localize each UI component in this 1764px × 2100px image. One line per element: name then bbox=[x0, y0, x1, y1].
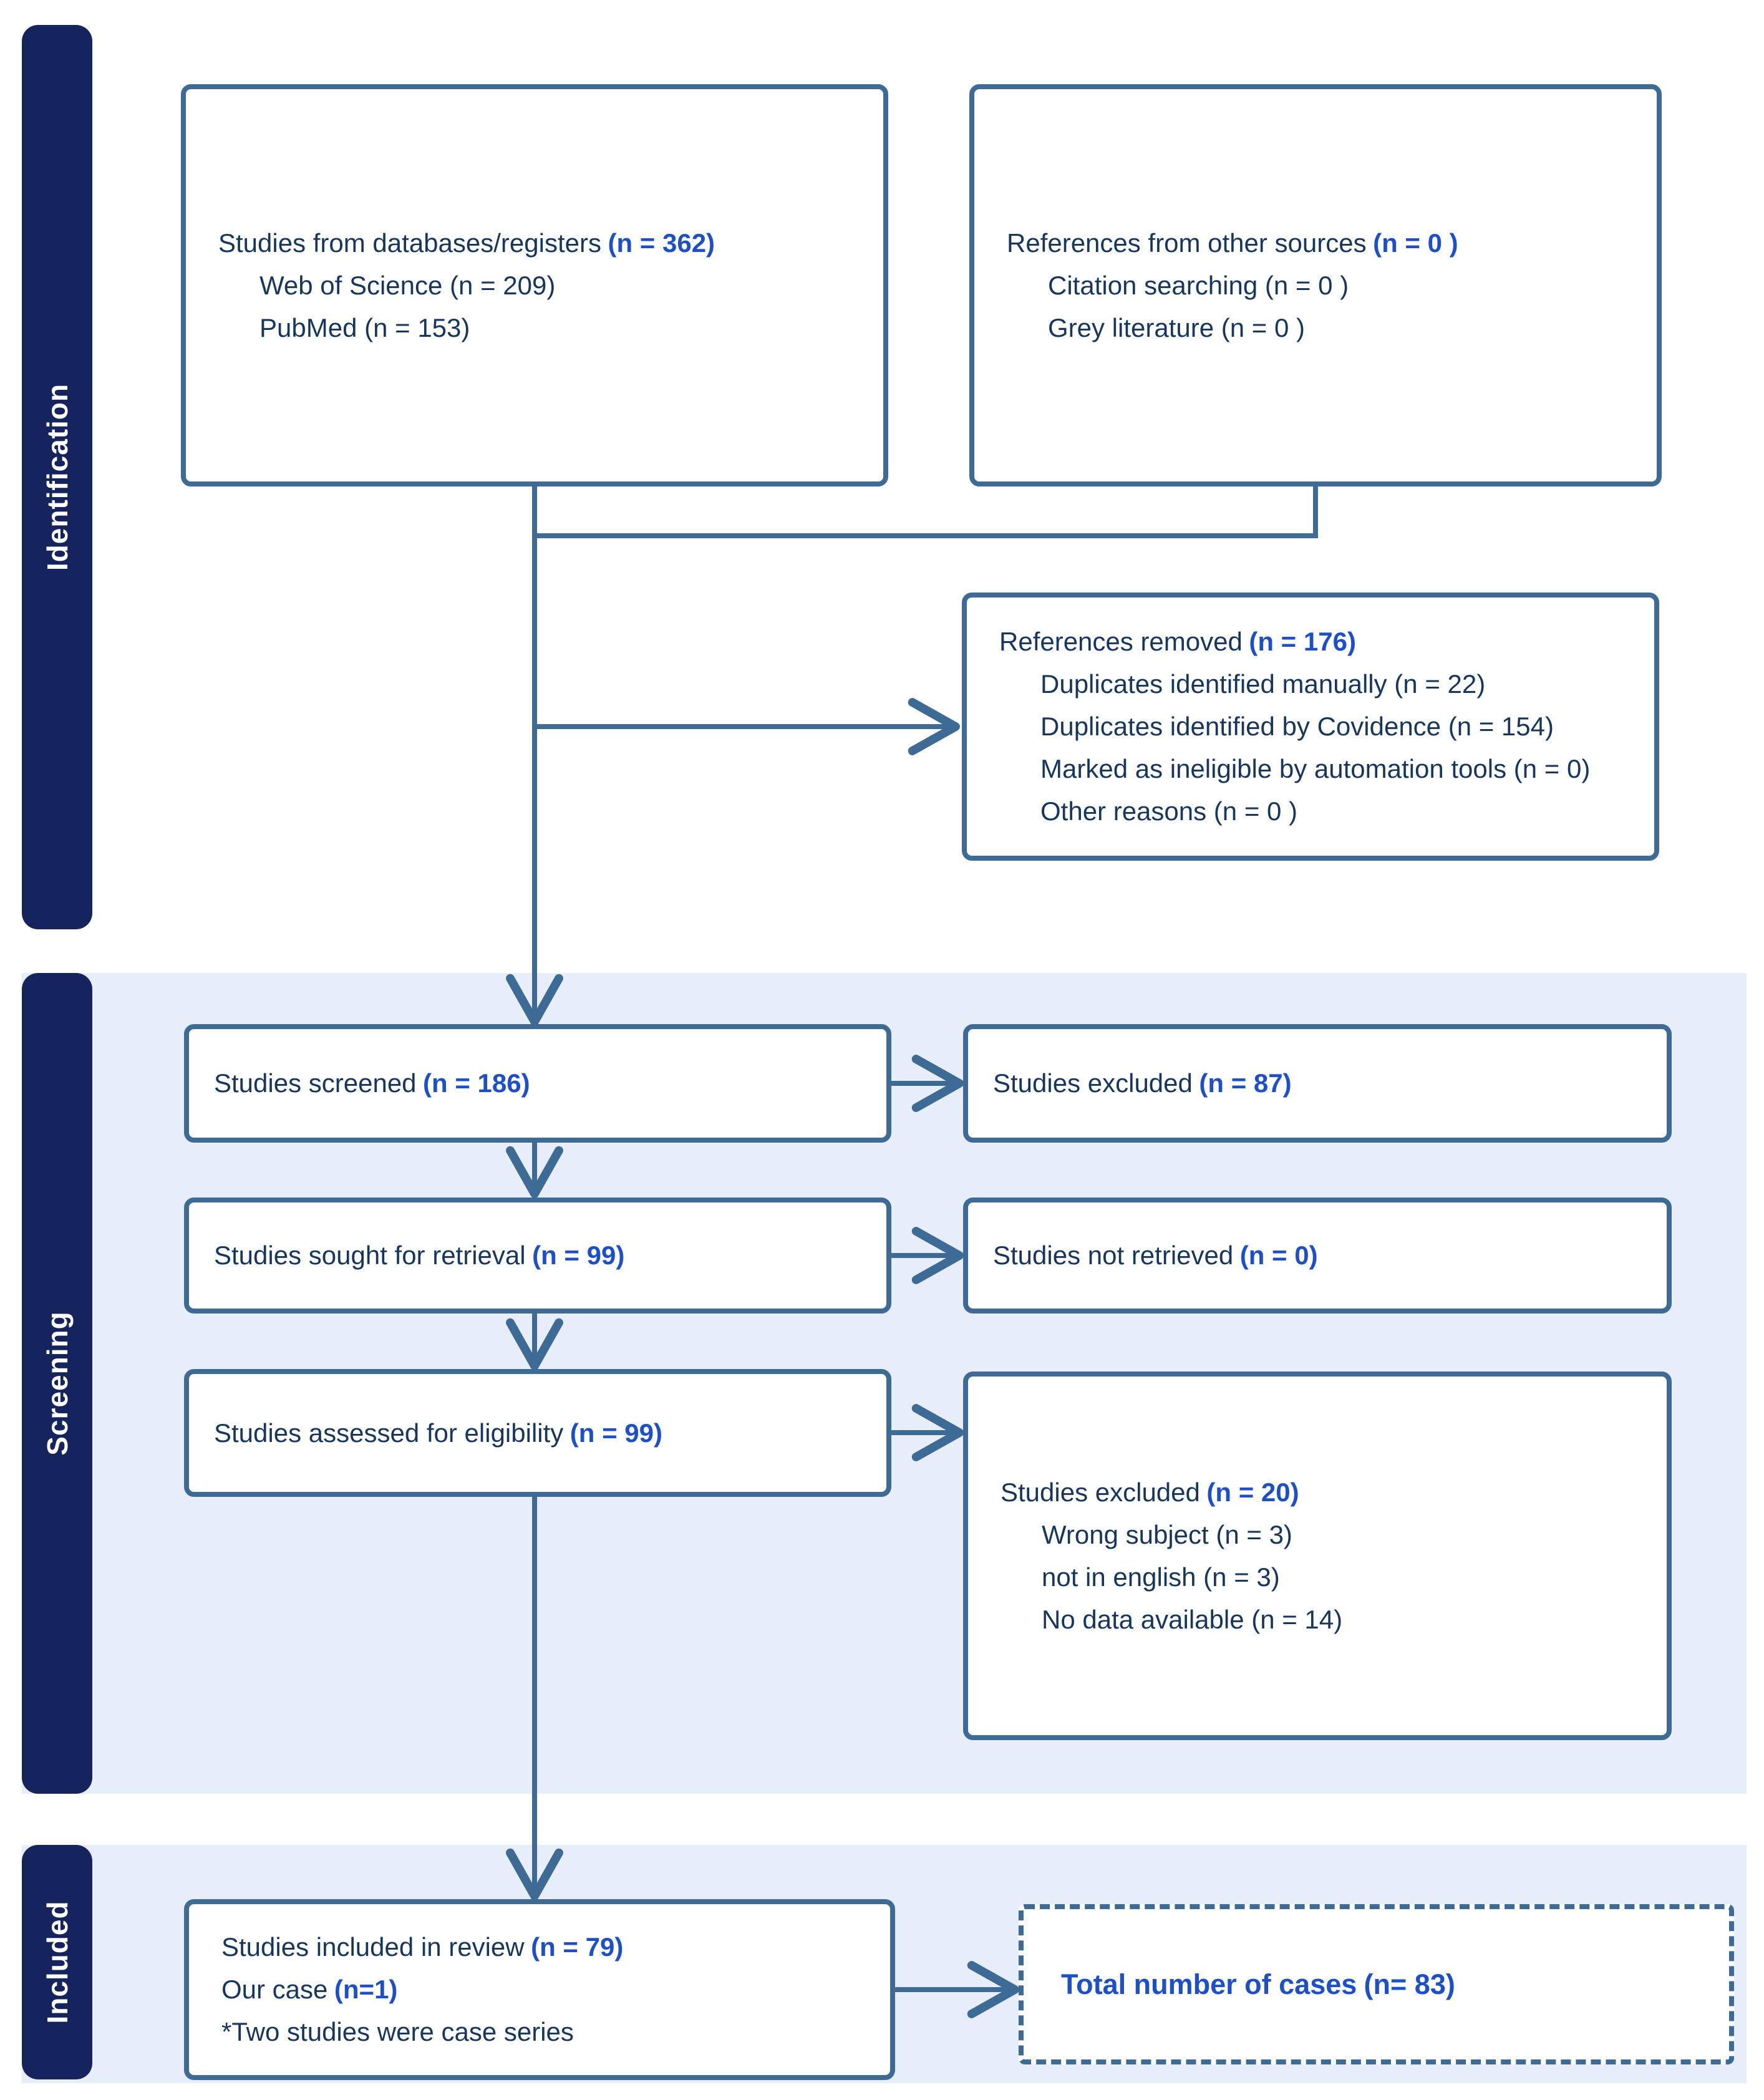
box-references-other-sources: References from other sources(n = 0 ) Ci… bbox=[969, 84, 1662, 486]
screening-stage-bar: Screening bbox=[22, 973, 92, 1794]
box-title: Studies excluded(n = 87) bbox=[993, 1068, 1292, 1098]
box-references-removed: References removed(n = 176) Duplicates i… bbox=[962, 593, 1659, 861]
box-footnote: *Two studies were case series bbox=[221, 2017, 574, 2046]
box-item: Grey literature (n = 0 ) bbox=[1048, 312, 1305, 342]
screening-stage-label: Screening bbox=[41, 1311, 74, 1456]
identification-stage-bar: Identification bbox=[22, 25, 92, 929]
box-item: Duplicates identified by Covidence (n = … bbox=[1040, 712, 1554, 741]
total-cases-label: Total number of cases(n= 83) bbox=[1061, 1968, 1455, 2000]
box-title: Studies from databases/registers(n = 362… bbox=[218, 228, 715, 258]
box-title: References removed(n = 176) bbox=[999, 627, 1356, 656]
box-item: not in english (n = 3) bbox=[1042, 1562, 1280, 1592]
box-studies-not-retrieved: Studies not retrieved(n = 0) bbox=[963, 1198, 1672, 1314]
box-studies-assessed: Studies assessed for eligibility(n = 99) bbox=[184, 1369, 891, 1497]
included-stage-bar: Included bbox=[22, 1845, 92, 2079]
box-item: Citation searching (n = 0 ) bbox=[1048, 270, 1349, 300]
box-item: Duplicates identified manually (n = 22) bbox=[1040, 669, 1486, 699]
box-title: Studies not retrieved(n = 0) bbox=[993, 1241, 1318, 1270]
box-title: Studies sought for retrieval(n = 99) bbox=[214, 1241, 625, 1270]
box-studies-sought: Studies sought for retrieval(n = 99) bbox=[184, 1198, 891, 1314]
included-stage-label: Included bbox=[41, 1900, 74, 2024]
box-studies-excluded-screening: Studies excluded(n = 87) bbox=[963, 1024, 1672, 1143]
box-item: Web of Science (n = 209) bbox=[259, 270, 556, 300]
box-item: PubMed (n = 153) bbox=[259, 312, 470, 342]
box-item: Our case(n=1) bbox=[221, 1975, 398, 2004]
box-title: Studies screened(n = 186) bbox=[214, 1068, 530, 1098]
box-studies-excluded-eligibility: Studies excluded(n = 20) Wrong subject (… bbox=[963, 1372, 1672, 1740]
box-item: Marked as ineligible by automation tools… bbox=[1040, 754, 1591, 783]
box-studies-included: Studies included in review(n = 79) Our c… bbox=[184, 1899, 895, 2080]
box-title: Studies assessed for eligibility(n = 99) bbox=[214, 1418, 662, 1448]
box-studies-from-databases: Studies from databases/registers(n = 362… bbox=[181, 84, 888, 486]
box-title: Studies excluded(n = 20) bbox=[1001, 1477, 1299, 1507]
box-title: References from other sources(n = 0 ) bbox=[1007, 228, 1458, 258]
box-title: Studies included in review(n = 79) bbox=[221, 1932, 624, 1962]
box-item: No data available (n = 14) bbox=[1042, 1604, 1343, 1634]
box-total-cases: Total number of cases(n= 83) bbox=[1019, 1904, 1734, 2064]
box-item: Wrong subject (n = 3) bbox=[1042, 1519, 1292, 1549]
identification-stage-label: Identification bbox=[41, 383, 74, 571]
box-studies-screened: Studies screened(n = 186) bbox=[184, 1024, 891, 1143]
box-item: Other reasons (n = 0 ) bbox=[1040, 796, 1298, 826]
